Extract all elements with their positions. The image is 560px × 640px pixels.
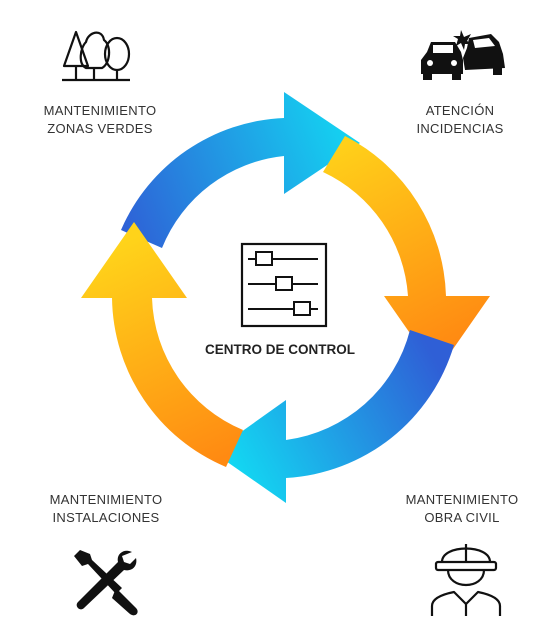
center-label: CENTRO DE CONTROL [205,342,355,357]
arrow-right [323,136,490,372]
car-crash-icon [421,30,505,80]
node-label-incidencias: ATENCIÓN INCIDENCIAS [416,103,504,136]
wrench-screwdriver-icon [74,550,138,616]
trees-icon [62,30,131,82]
node-label-zonas-verdes: MANTENIMIENTO ZONAS VERDES [43,103,157,136]
control-panel-icon [240,242,328,328]
arrow-top [121,92,360,248]
arrow-bottom [213,330,454,503]
node-label-obra-civil: MANTENIMIENTO OBRA CIVIL [405,492,519,525]
node-label-instalaciones: MANTENIMIENTO INSTALACIONES [49,492,163,525]
arrow-left [81,222,243,467]
worker-helmet-icon [430,544,502,616]
